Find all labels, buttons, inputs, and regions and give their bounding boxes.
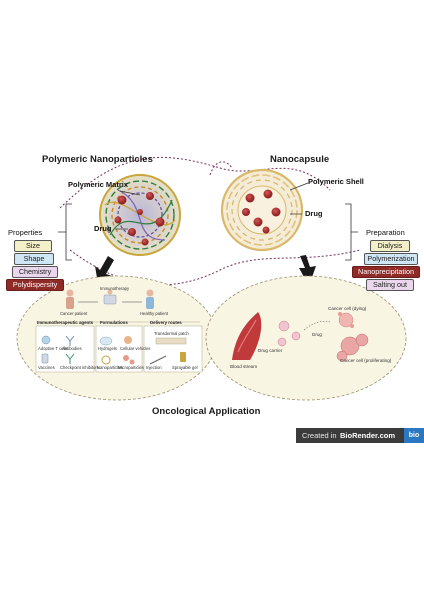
text-hydrogels: Hydrogels xyxy=(98,346,117,351)
transdermal-patch-icon xyxy=(155,337,187,345)
nanocapsule xyxy=(220,168,304,252)
label-drug-right: Drug xyxy=(305,209,323,218)
drug-carrier-figure xyxy=(277,320,301,347)
antibodies-icon xyxy=(65,335,75,346)
text-healthy-patient: Healthy patient xyxy=(140,311,168,316)
tag-size: Size xyxy=(14,240,52,252)
text-formulations-header: Formulations xyxy=(100,320,128,325)
text-cancer-proliferating: Cancer cell (proliferating) xyxy=(340,358,392,363)
vaccines-icon xyxy=(41,353,49,364)
adoptive-t-cells-icon xyxy=(41,335,51,345)
cancer-proliferating-figure xyxy=(336,333,369,362)
hydrogels-icon xyxy=(99,336,113,346)
label-polymeric-matrix: Polymeric Matrix xyxy=(68,180,129,189)
biorender-logo-icon: bio xyxy=(404,428,424,443)
immunotherapy-figure xyxy=(103,289,117,305)
text-drug: Drug xyxy=(312,332,322,337)
right-down-arrow xyxy=(299,255,316,286)
formulations-box xyxy=(95,325,143,373)
sprayable-gel-icon xyxy=(180,352,186,362)
title-nanocapsule: Nanocapsule xyxy=(270,154,330,165)
text-injection: Injection xyxy=(146,365,162,370)
text-blood-stream: Blood stream xyxy=(230,364,258,369)
label-drug-left: Drug xyxy=(94,224,112,233)
text-sprayable-gel: Sprayable gel xyxy=(172,365,198,370)
delivery-box xyxy=(143,325,203,373)
cancer-dying-figure xyxy=(338,312,354,328)
checkpoint-icon xyxy=(65,353,75,364)
text-checkpoint: Checkpoint inhibitors xyxy=(60,365,99,370)
bottom-dashed-connector xyxy=(69,249,361,286)
agents-box xyxy=(35,325,95,373)
tag-shape: Shape xyxy=(14,253,54,265)
top-dashed-connector xyxy=(59,156,331,209)
cancer-patient-figure xyxy=(66,289,74,309)
title-oncological-application: Oncological Application xyxy=(152,406,261,417)
arc-dashed-connector xyxy=(209,161,233,176)
tag-polydispersity: Polydispersity xyxy=(6,279,64,291)
tag-salting-out: Salting out xyxy=(366,279,414,291)
blood-stream-figure xyxy=(232,312,262,360)
biorender-badge[interactable]: Created in BioRender.com bio xyxy=(296,428,424,443)
tag-polymerization: Polymerization xyxy=(364,253,418,265)
text-agents-header: Immunotherapeutic agents xyxy=(37,320,94,325)
text-drug-carrier: Drug carrier xyxy=(258,348,283,353)
microparticles-icon xyxy=(123,355,135,365)
tag-chemistry: Chemistry xyxy=(12,266,58,278)
text-transdermal: Transdermal patch xyxy=(154,331,189,336)
title-polymeric-nanoparticles: Polymeric Nanoparticles xyxy=(42,154,153,165)
matrix-pointer xyxy=(119,190,141,196)
badge-brand: BioRender.com xyxy=(340,431,396,440)
text-cancer-patient: Cancer patient xyxy=(60,311,88,316)
healthy-patient-figure xyxy=(146,289,154,309)
shell-pointer xyxy=(289,182,309,191)
preparation-bracket xyxy=(345,203,358,261)
tag-nanoprecipitation: Nanoprecipitation xyxy=(352,266,420,278)
right-application-panel xyxy=(205,275,407,401)
injection-icon xyxy=(149,355,167,365)
text-microparticles: Microparticles xyxy=(118,365,144,370)
text-immunotherapy: Immunotherapy xyxy=(100,286,130,291)
tag-dialysis: Dialysis xyxy=(370,240,410,252)
text-cancer-dying: Cancer cell (dying) xyxy=(328,306,367,311)
drug-arrow xyxy=(303,320,331,331)
polymeric-nanoparticle xyxy=(99,174,181,256)
text-antibodies: Antibodies xyxy=(62,346,82,351)
text-cellular-vehicles: Cellular vehicles xyxy=(120,346,151,351)
text-vaccines: Vaccines xyxy=(38,365,55,370)
text-adoptive-t-cells: Adoptive T cells xyxy=(38,346,68,351)
text-nanoparticles: Nanoparticles xyxy=(97,365,123,370)
badge-created-in: Created in xyxy=(302,431,337,440)
properties-bracket xyxy=(58,203,72,261)
label-polymeric-shell: Polymeric Shell xyxy=(308,177,364,186)
cellular-vehicles-icon xyxy=(124,336,132,344)
label-preparation: Preparation xyxy=(366,228,405,237)
text-delivery-header: Delivery routes xyxy=(150,320,182,325)
label-properties: Properties xyxy=(8,228,43,237)
nanoparticles-icon xyxy=(101,355,111,365)
